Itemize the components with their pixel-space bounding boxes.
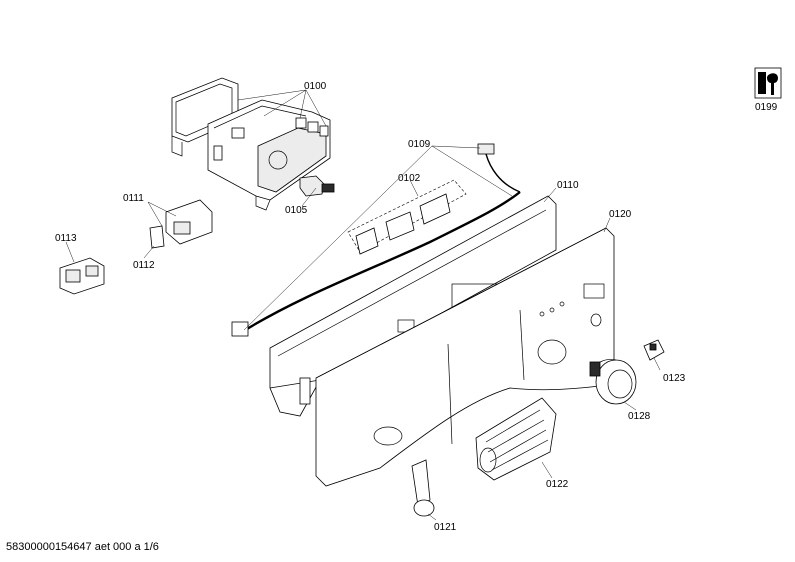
part-label-0112: 0112 bbox=[133, 260, 155, 271]
leader-lines bbox=[65, 89, 661, 521]
part-label-0102: 0102 bbox=[398, 173, 421, 184]
part-labels: 0100 0105 0109 0102 0110 0120 0111 0112 … bbox=[55, 81, 778, 533]
connector-bracket-group bbox=[347, 179, 467, 255]
sensor-part-0105 bbox=[299, 175, 335, 197]
part-label-0111: 0111 bbox=[123, 193, 144, 204]
rotary-knob bbox=[589, 359, 637, 405]
part-label-0122: 0122 bbox=[546, 479, 569, 490]
part-label-0120: 0120 bbox=[609, 209, 632, 220]
part-label-0113: 0113 bbox=[55, 233, 77, 244]
capacitor-part-0112 bbox=[149, 225, 165, 249]
wiring-harness bbox=[231, 143, 523, 337]
wrench-document-icon bbox=[754, 67, 782, 99]
document-id: 58300000154647 aet 000 a 1/6 bbox=[6, 541, 159, 553]
part-label-0100: 0100 bbox=[304, 81, 327, 92]
switch-part-0123 bbox=[643, 339, 665, 361]
part-label-0121: 0121 bbox=[434, 522, 457, 533]
part-label-0105: 0105 bbox=[285, 205, 308, 216]
part-label-0109: 0109 bbox=[408, 139, 431, 150]
part-label-0199: 0199 bbox=[755, 102, 778, 113]
relay-part-0111 bbox=[165, 199, 213, 245]
detergent-drawer-cover bbox=[475, 397, 557, 481]
part-label-0110: 0110 bbox=[557, 180, 579, 191]
part-label-0123: 0123 bbox=[663, 373, 686, 384]
part-label-0128: 0128 bbox=[628, 411, 651, 422]
drawer-handle bbox=[411, 459, 435, 517]
control-fascia-panel bbox=[315, 227, 615, 487]
control-module-assembly bbox=[171, 77, 331, 211]
suppressor-part-0113 bbox=[59, 257, 105, 295]
